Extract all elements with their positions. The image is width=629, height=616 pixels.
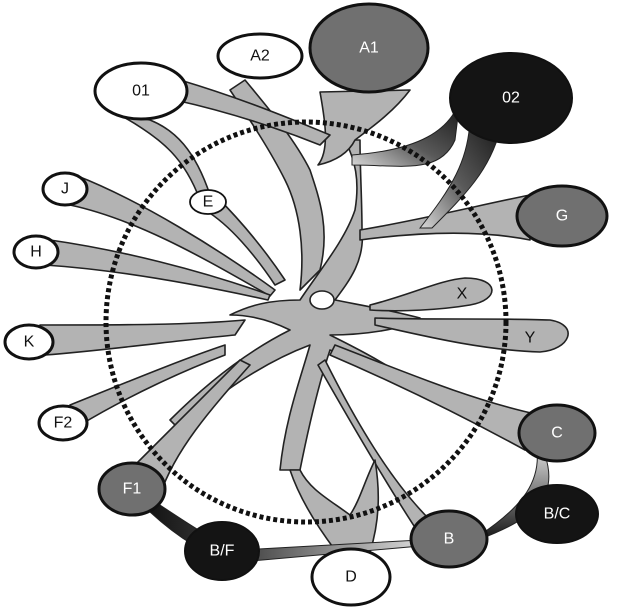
node-a1-label: A1 (359, 40, 379, 57)
node-k[interactable]: K (3, 323, 55, 361)
node-bc[interactable]: B/C (515, 484, 599, 544)
stem-y (374, 317, 569, 353)
stem-x (369, 277, 493, 312)
node-h[interactable]: H (12, 234, 60, 270)
stem-g (359, 194, 531, 241)
stem-f2 (69, 344, 226, 426)
node-c-label: C (551, 425, 563, 442)
node-a2[interactable]: A2 (216, 32, 304, 80)
branch-network (39, 79, 569, 553)
node-bc-label: B/C (544, 506, 571, 523)
node-f1-label: F1 (123, 481, 142, 498)
node-j[interactable]: J (41, 171, 89, 207)
stem-h (44, 239, 271, 301)
node-h-label: H (30, 244, 42, 261)
node-f2[interactable]: F2 (37, 404, 89, 442)
node-a2-label: A2 (250, 48, 270, 65)
node-f2-label: F2 (54, 415, 73, 432)
node-g[interactable]: G (515, 184, 609, 248)
stem-01 (119, 114, 211, 201)
node-e-label: E (203, 194, 214, 211)
node-g-label: G (556, 208, 568, 225)
node-a1[interactable]: A1 (308, 2, 430, 94)
node-d-label: D (345, 569, 357, 586)
node-k-label: K (24, 334, 35, 351)
node-d[interactable]: D (310, 547, 392, 607)
node-01-label: 01 (132, 83, 150, 100)
node-b[interactable]: B (409, 509, 489, 569)
node-c[interactable]: C (517, 403, 597, 463)
node-02[interactable]: 02 (449, 52, 573, 144)
node-x-label: X (457, 286, 468, 303)
connector-02-a1 (351, 99, 461, 167)
nodes: A1 A2 01 02 E J H G X Y (3, 2, 609, 607)
stem-01-upper (174, 79, 331, 146)
node-f1[interactable]: F1 (97, 461, 167, 517)
node-b-label: B (444, 531, 455, 548)
stem-e (204, 194, 286, 286)
center-hole (309, 290, 335, 310)
node-bf-label: B/F (210, 543, 235, 560)
stem-k (39, 319, 246, 356)
stem-d (289, 459, 380, 553)
stem-f1 (129, 359, 251, 496)
node-j-label: J (61, 181, 69, 198)
node-y-label: Y (525, 330, 536, 347)
node-bf[interactable]: B/F (184, 521, 260, 581)
dotted-boundary-circle (103, 119, 509, 525)
node-e[interactable]: E (189, 189, 227, 215)
node-02-label: 02 (502, 90, 520, 107)
connector-02-g (418, 114, 501, 229)
node-01[interactable]: 01 (93, 61, 189, 121)
